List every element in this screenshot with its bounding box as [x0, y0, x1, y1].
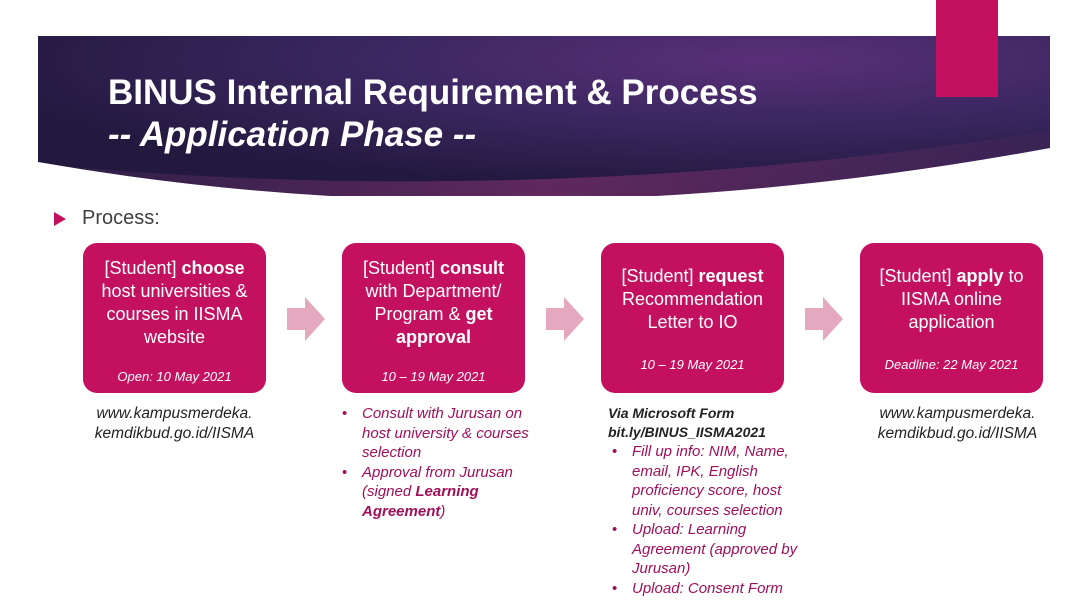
note-item: Upload: Learning Agreement (approved by …	[608, 520, 808, 579]
url-line: www.kampusmerdeka.	[879, 405, 1036, 422]
note-bold-text: Learning Agreement	[362, 483, 479, 520]
form-via-label: Via Microsoft Form	[608, 405, 735, 421]
step-date: 10 – 19 May 2021	[640, 357, 745, 372]
url-line: kemdikbud.go.id/IISMA	[94, 425, 255, 442]
step-box-apply: [Student] apply to IISMA online applicat…	[860, 243, 1043, 393]
step-heading: [Student] consult with Department/ Progr…	[348, 257, 519, 349]
note-text-close: )	[440, 502, 446, 520]
step-verb: consult	[440, 258, 505, 278]
note-item: Approval from Jurusan (signed Learning A…	[338, 463, 538, 522]
step-actor: [Student]	[362, 258, 441, 278]
step-box-choose: [Student] choose host universities & cou…	[83, 243, 266, 393]
url-line: www.kampusmerdeka.	[96, 405, 253, 422]
banner-background	[38, 36, 1050, 196]
step-heading: [Student] choose host universities & cou…	[89, 257, 260, 349]
step-description: to IISMA online application	[900, 266, 1024, 332]
step-date: 10 – 19 May 2021	[381, 369, 486, 384]
step-heading: [Student] apply to IISMA online applicat…	[866, 265, 1037, 334]
step-verb: apply	[956, 266, 1004, 286]
right-arrow-icon	[287, 297, 325, 341]
process-label: Process:	[82, 207, 160, 229]
right-arrow-icon	[805, 297, 843, 341]
accent-tab	[936, 0, 998, 97]
step-description: host universities & courses in IISMA web…	[101, 281, 248, 347]
step-verb-secondary: get approval	[395, 304, 493, 347]
header-banner	[38, 36, 1050, 196]
note-item: Upload: Consent Form	[608, 579, 808, 599]
form-link[interactable]: bit.ly/BINUS_IISMA2021	[608, 424, 766, 440]
step-box-consult: [Student] consult with Department/ Progr…	[342, 243, 525, 393]
step4-website-url: www.kampusmerdeka. kemdikbud.go.id/IISMA	[860, 404, 1055, 444]
step-actor: [Student]	[879, 266, 957, 286]
step-actor: [Student]	[104, 258, 182, 278]
step-verb: request	[698, 266, 764, 286]
note-item: Consult with Jurusan on host university …	[338, 404, 538, 463]
url-line: kemdikbud.go.id/IISMA	[877, 425, 1038, 442]
note-item: Fill up info: NIM, Name, email, IPK, Eng…	[608, 442, 808, 520]
step-date: Deadline: 22 May 2021	[884, 357, 1019, 372]
process-bullet: Process:	[54, 207, 160, 230]
step-heading: [Student] request Recommendation Letter …	[607, 265, 778, 334]
step-verb: choose	[181, 258, 245, 278]
step-description: Recommendation Letter to IO	[621, 289, 764, 332]
step-description: with Department/ Program &	[365, 281, 502, 324]
step2-notes: Consult with Jurusan on host university …	[338, 404, 538, 521]
step-actor: [Student]	[621, 266, 699, 286]
title-line-2: -- Application Phase --	[108, 115, 477, 154]
page-title: BINUS Internal Requirement & Process -- …	[108, 72, 758, 156]
bullet-triangle-icon	[54, 211, 66, 226]
step-date: Open: 10 May 2021	[117, 369, 232, 384]
step-box-request: [Student] request Recommendation Letter …	[601, 243, 784, 393]
step3-notes: Via Microsoft Form bit.ly/BINUS_IISMA202…	[608, 404, 808, 598]
title-line-1: BINUS Internal Requirement & Process	[108, 73, 758, 112]
note-text: Approval from Jurusan (signed	[362, 463, 513, 501]
step1-website-url: www.kampusmerdeka. kemdikbud.go.id/IISMA	[83, 404, 266, 444]
right-arrow-icon	[546, 297, 584, 341]
